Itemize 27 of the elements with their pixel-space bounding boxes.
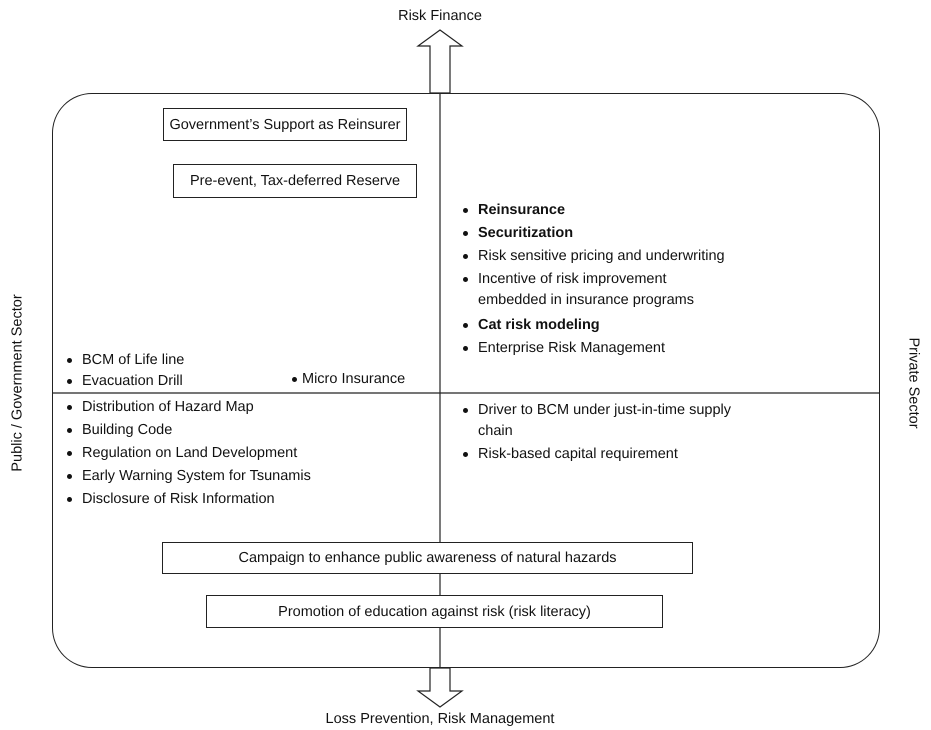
list-item: Building Code xyxy=(64,420,394,441)
list-item: Reinsurance xyxy=(460,200,760,221)
list-item: Risk sensitive pricing and underwriting xyxy=(460,246,780,267)
block-arrow xyxy=(416,667,464,708)
text-box: Promotion of education against risk (risk literacy) xyxy=(206,595,663,628)
list-item: Incentive of risk improvement embedded in insurance programs xyxy=(460,269,730,311)
list-item: Micro Insurance xyxy=(292,369,432,390)
flow-label: Risk Finance xyxy=(390,8,490,26)
list-item: Driver to BCM under just-in-time supply chain xyxy=(460,400,760,442)
sector-label: Public / Government Sector xyxy=(8,294,26,472)
flow-label: Loss Prevention, Risk Management xyxy=(290,711,590,729)
list-item: Risk-based capital requirement xyxy=(460,444,775,465)
list-item: Distribution of Hazard Map xyxy=(64,397,394,418)
list-item: Securitization xyxy=(460,223,760,244)
text-box: Pre-event, Tax-deferred Reserve xyxy=(173,164,417,198)
list-item: BCM of Life line xyxy=(64,350,294,371)
list-item: Cat risk modeling xyxy=(460,315,760,336)
text-box: Government’s Support as Reinsurer xyxy=(163,108,407,141)
list-item: Evacuation Drill xyxy=(64,371,294,392)
rounded-frame xyxy=(52,93,880,668)
list-item: Early Warning System for Tsunamis xyxy=(64,466,394,487)
block-arrow xyxy=(416,29,464,94)
sector-label: Private Sector xyxy=(904,337,922,429)
list-item: Enterprise Risk Management xyxy=(460,338,760,359)
list-item: Disclosure of Risk Information xyxy=(64,489,394,510)
text-box: Campaign to enhance public awareness of natural hazards xyxy=(162,542,693,574)
list-item: Regulation on Land Development xyxy=(64,443,394,464)
